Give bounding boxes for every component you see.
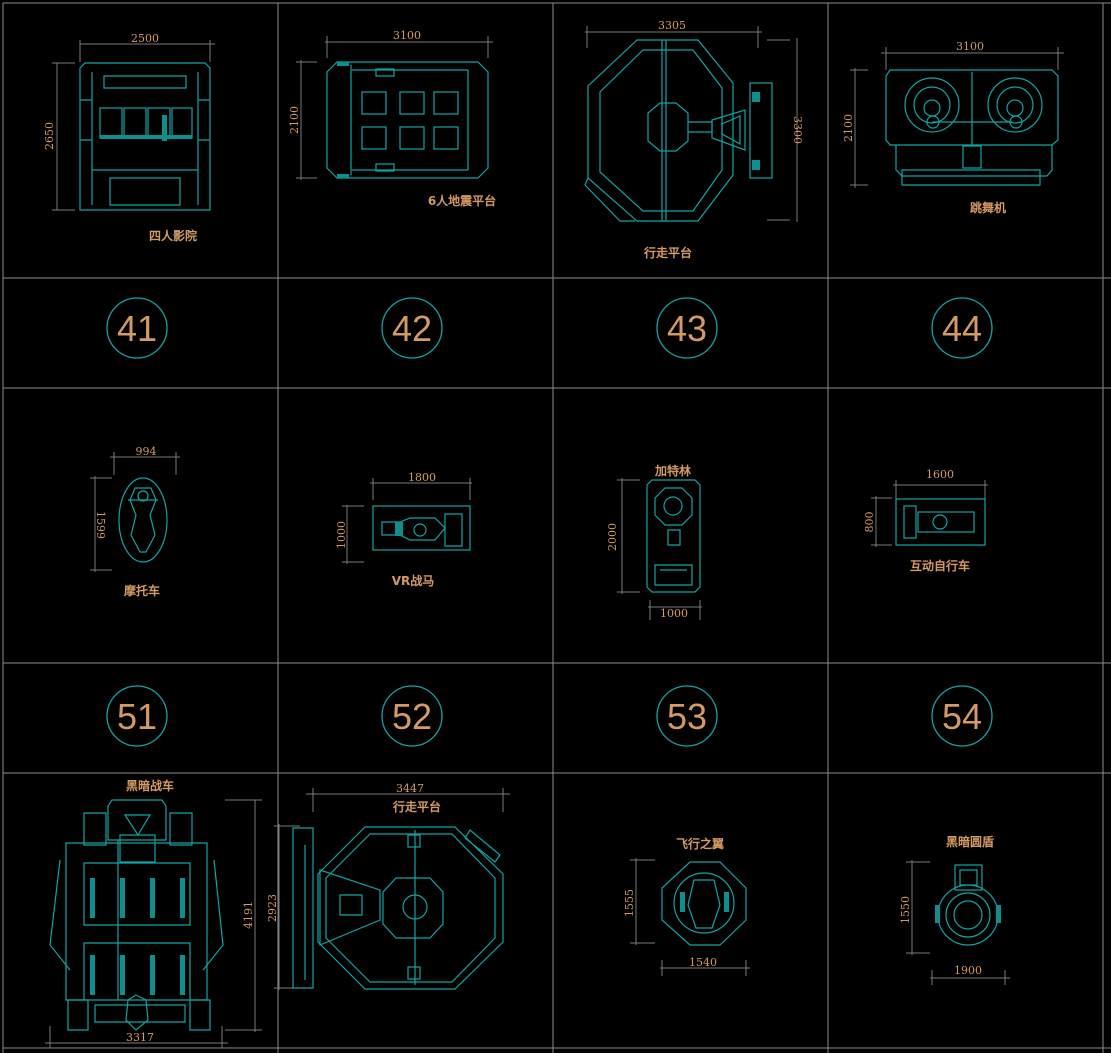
bicycle-drawing <box>895 498 986 546</box>
equipment-label: 摩托车 <box>124 583 160 598</box>
block-dark-chariot: 4191 3317 黑暗战车 <box>45 778 262 1048</box>
number-row-1: 41 42 43 44 <box>106 297 993 359</box>
block-motorcycle: 994 1599 摩托车 <box>90 445 180 598</box>
block-four-person-cinema: 2500 2650 四人影院 <box>43 32 215 243</box>
motorcycle-drawing <box>118 477 168 563</box>
dim-width: 1540 <box>689 956 717 969</box>
dim-height: 2100 <box>288 106 301 134</box>
equipment-label: VR战马 <box>392 573 435 588</box>
dim-width: 3100 <box>956 40 984 53</box>
four-person-cinema-drawing <box>79 62 211 211</box>
dim-height: 3300 <box>791 116 804 144</box>
number-badge: 53 <box>667 696 707 737</box>
block-walking-platform-2: 3447 2923 行走平台 <box>266 782 510 990</box>
equipment-label: 黑暗圆盾 <box>946 834 994 849</box>
equipment-label: 四人影院 <box>149 228 197 243</box>
block-walking-platform: 3305 3300 行走平台 <box>584 19 804 260</box>
dim-height: 1000 <box>335 521 348 549</box>
dark-shield-drawing <box>935 864 1001 946</box>
block-interactive-bicycle: 1600 800 互动自行车 <box>863 468 988 573</box>
dim-height: 1599 <box>94 511 107 539</box>
dim-width: 3447 <box>396 782 424 795</box>
earthquake-platform-drawing <box>326 61 489 179</box>
number-badge: 42 <box>392 308 432 349</box>
number-row-2: 51 52 53 54 <box>106 685 993 747</box>
dim-width: 3305 <box>658 19 686 32</box>
number-badge: 52 <box>392 696 432 737</box>
equipment-label: 互动自行车 <box>910 558 970 573</box>
dim-height: 4191 <box>242 901 255 929</box>
dim-width: 3317 <box>126 1031 154 1044</box>
walking-platform-drawing <box>584 39 773 222</box>
number-badge: 44 <box>942 308 982 349</box>
number-badge: 41 <box>117 308 157 349</box>
number-badge: 51 <box>117 696 157 737</box>
dim-height: 2000 <box>606 523 619 551</box>
equipment-label: 飞行之翼 <box>676 836 724 851</box>
block-dark-shield: 1550 1900 黑暗圆盾 <box>899 834 1010 985</box>
equipment-label: 6人地震平台 <box>428 193 496 208</box>
equipment-label: 行走平台 <box>392 799 441 814</box>
block-dance-machine: 3100 2100 跳舞机 <box>842 40 1064 215</box>
dance-machine-drawing <box>885 69 1059 186</box>
dim-height: 1555 <box>623 889 636 917</box>
number-badge: 54 <box>942 696 982 737</box>
equipment-label: 加特林 <box>654 463 691 478</box>
number-badge: 43 <box>667 308 707 349</box>
dim-width: 1800 <box>408 471 436 484</box>
dim-height: 1550 <box>899 896 912 924</box>
walking-platform-2-drawing <box>292 826 504 990</box>
block-vr-horse: 1800 1000 VR战马 <box>335 471 472 588</box>
dim-width: 3100 <box>393 29 421 42</box>
equipment-label: 跳舞机 <box>970 200 1006 215</box>
dim-width: 1900 <box>954 964 982 977</box>
dark-chariot-drawing <box>49 799 224 1031</box>
dim-height: 2923 <box>266 894 279 922</box>
dim-height: 800 <box>863 512 876 533</box>
block-flying-wing: 1555 1540 飞行之翼 <box>623 836 750 976</box>
dim-width: 1600 <box>926 468 954 481</box>
dim-width: 2500 <box>131 32 159 45</box>
dim-width: 994 <box>136 445 157 458</box>
dim-width: 1000 <box>660 607 688 620</box>
equipment-label: 行走平台 <box>643 245 692 260</box>
block-six-person-earthquake-platform: 3100 2100 6人地震平台 <box>288 29 496 208</box>
dim-height: 2650 <box>43 122 56 150</box>
block-gatling: 2000 1000 加特林 <box>606 463 702 620</box>
dim-height: 2100 <box>842 114 855 142</box>
gatling-drawing <box>646 479 701 593</box>
equipment-label: 黑暗战车 <box>126 778 174 793</box>
flying-wing-drawing <box>661 861 747 946</box>
vr-horse-drawing <box>372 505 471 551</box>
